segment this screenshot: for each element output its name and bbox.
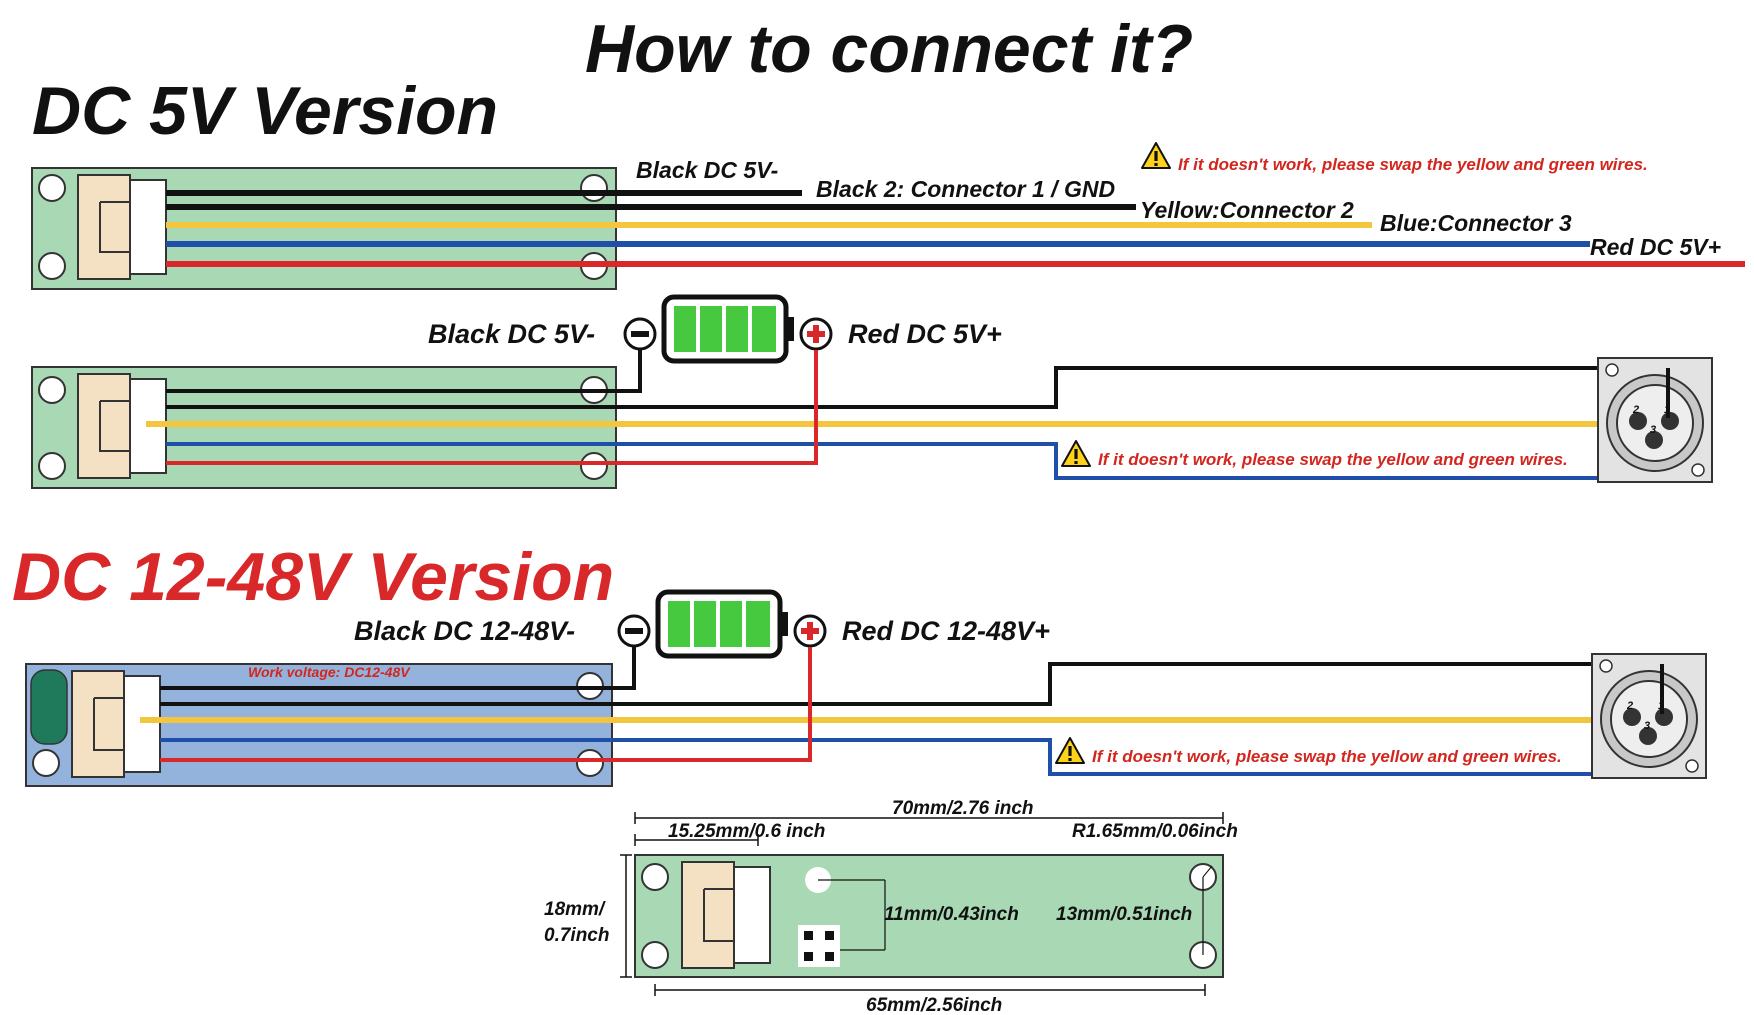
label-battery-neg-12-48v: Black DC 12-48V-: [354, 616, 575, 646]
label-battery-pos-5v: Red DC 5V+: [848, 319, 1002, 349]
dim-hole-pitch-length: 65mm/2.56inch: [866, 995, 1002, 1015]
xlr-pin-1: 1: [1664, 404, 1670, 416]
xlr-pin-2: 2: [1632, 404, 1639, 416]
wire-black-1: [160, 647, 636, 690]
jst-connector: [77, 174, 167, 280]
jst-connector: [71, 670, 161, 778]
board-work-voltage-label: Work voltage: DC12-48V: [248, 664, 411, 680]
xlr-pin-2: 2: [1626, 700, 1633, 712]
dimension-drawing: [620, 812, 1224, 996]
minus-terminal-icon: [623, 317, 657, 351]
label-black-dc5v-minus: Black DC 5V-: [636, 157, 778, 183]
label-battery-pos-12-48v: Red DC 12-48V+: [842, 616, 1050, 646]
label-red-dc5v-plus: Red DC 5V+: [1590, 234, 1721, 260]
xlr-pin-1: 1: [1658, 700, 1664, 712]
dim-height-line2: 0.7inch: [544, 925, 609, 946]
warning-swap-wires-5v: If it doesn't work, please swap the yell…: [1098, 450, 1568, 469]
wire-black-1: [166, 350, 642, 393]
dim-hole-spacing-right: 13mm/0.51inch: [1056, 904, 1192, 925]
label-blue-connector3: Blue:Connector 3: [1380, 210, 1572, 236]
warning-icon: [1055, 737, 1085, 764]
board-12-48v: [25, 663, 613, 787]
warning-swap-wires-top: If it doesn't work, please swap the yell…: [1178, 155, 1648, 174]
warning-swap-wires-12-48v: If it doesn't work, please swap the yell…: [1092, 747, 1562, 766]
label-battery-neg-5v: Black DC 5V-: [428, 319, 595, 349]
page-title: How to connect it?: [585, 11, 1193, 87]
dim-total-length: 70mm/2.76 inch: [892, 798, 1034, 819]
dim-corner-radius: R1.65mm/0.06inch: [1072, 821, 1238, 842]
label-black2-gnd: Black 2: Connector 1 / GND: [816, 176, 1115, 202]
label-yellow-connector2: Yellow:Connector 2: [1140, 197, 1354, 223]
warning-icon: [1061, 440, 1091, 467]
wire-red: [160, 647, 812, 762]
xlr-connector-icon: [1591, 653, 1707, 779]
warning-icon: [1141, 142, 1171, 169]
plus-terminal-icon: [793, 614, 827, 648]
jst-connector: [681, 861, 771, 969]
xlr-pin-3: 3: [1644, 720, 1650, 732]
heading-5v-version: DC 5V Version: [32, 73, 498, 149]
battery-icon: [661, 294, 794, 364]
dim-connector-offset: 15.25mm/0.6 inch: [668, 821, 825, 842]
dim-hole-spacing-left: 11mm/0.43inch: [884, 904, 1019, 925]
wire-red: [166, 350, 818, 465]
heading-12-48v-version: DC 12-48V Version: [12, 539, 614, 615]
board-5v-top: [31, 167, 617, 290]
plus-terminal-icon: [799, 317, 833, 351]
dim-height-line1: 18mm/: [544, 899, 606, 920]
xlr-connector-icon: [1597, 357, 1713, 483]
xlr-pin-3: 3: [1650, 424, 1656, 436]
battery-icon: [655, 589, 788, 659]
board-5v-bottom: [31, 366, 617, 489]
minus-terminal-icon: [617, 614, 651, 648]
